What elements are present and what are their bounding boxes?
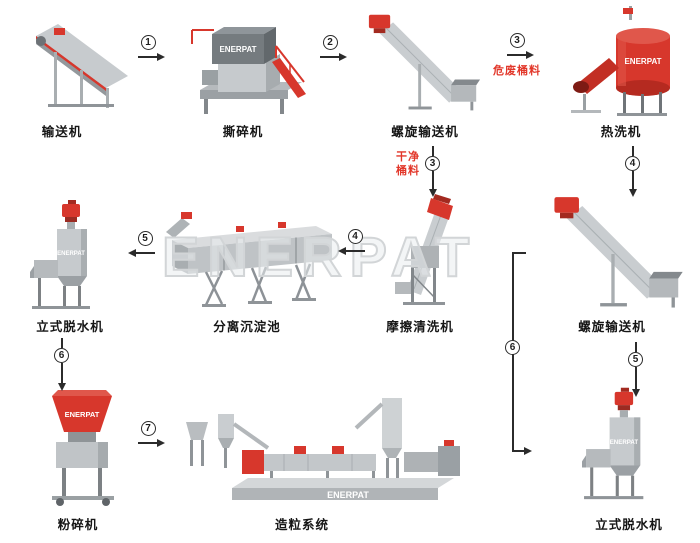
step-5-right-badge: 5 — [628, 352, 643, 367]
machine-crusher: ENERPAT — [52, 390, 114, 506]
step-3-top-badge: 3 — [509, 33, 525, 48]
step-5-right-arrow-down-icon — [631, 389, 640, 397]
step-5-left: 5 — [128, 231, 159, 257]
machine-screw-conveyor-2 — [554, 197, 683, 308]
step-7-badge: 7 — [140, 421, 156, 436]
step-4-mid: 4 — [338, 229, 369, 255]
label-friction-washer: 摩擦清洗机 — [386, 320, 454, 334]
step-4-right-line2 — [631, 171, 634, 189]
hot-washer-logo: ENERPAT — [624, 57, 661, 66]
step-6-right-arrow-right-icon — [524, 446, 532, 455]
step-1-badge: 1 — [140, 35, 156, 50]
step-5-right: 5 — [628, 342, 643, 397]
machine-pelletizing-system: ENERPAT — [186, 398, 460, 500]
label-sedimentation-tank: 分离沉淀池 — [213, 320, 281, 334]
step-4-mid-arrow-left-icon — [338, 246, 365, 255]
step-1: 1 — [134, 35, 165, 61]
step-4-mid-badge: 4 — [347, 229, 363, 244]
step-6-left-line2 — [60, 363, 63, 383]
label-screw-conveyor-1: 螺旋输送机 — [391, 125, 459, 139]
machine-screw-conveyor-1 — [368, 14, 481, 111]
annotation-dirty-material: 危废桶料 — [493, 65, 541, 77]
step-4-right-arrow-down-icon — [628, 189, 637, 197]
machine-vertical-dewater-2: ENERPAT — [582, 387, 644, 500]
label-conveyor: 输送机 — [41, 125, 83, 139]
step-7: 7 — [134, 421, 165, 447]
step-4-right-line — [631, 146, 634, 156]
step-3-top: 3 — [503, 33, 534, 59]
step-4-right-badge: 4 — [625, 156, 640, 171]
step-3-mid-line — [431, 146, 434, 156]
step-3-top-arrow-right-icon — [507, 50, 534, 59]
annotation-clean-material: 干净桶料 — [396, 151, 420, 177]
step-7-arrow-right-icon — [138, 438, 165, 447]
label-hot-washer: 热洗机 — [600, 125, 642, 139]
step-6-right-line-top — [512, 252, 526, 254]
step-6-left-badge: 6 — [54, 348, 69, 363]
vertical-dewater-2-logo: ENERPAT — [610, 439, 639, 446]
label-vertical-dewater-2: 立式脱水机 — [595, 518, 663, 532]
step-2-arrow-right-icon — [320, 52, 347, 61]
crusher-logo: ENERPAT — [65, 410, 100, 419]
machine-friction-washer — [395, 194, 453, 305]
label-vertical-dewater-1: 立式脱水机 — [36, 320, 104, 334]
step-6-left-line — [60, 338, 63, 348]
machine-vertical-dewater-1: ENERPAT — [30, 200, 90, 309]
label-screw-conveyor-2: 螺旋输送机 — [578, 320, 646, 334]
vertical-dewater-1-logo: ENERPAT — [57, 251, 85, 257]
machine-sedimentation-tank — [166, 212, 332, 307]
label-shredder: 撕碎机 — [222, 125, 264, 139]
step-6-left-arrow-down-icon — [57, 383, 66, 391]
step-3-mid-arrow-down-icon — [428, 189, 437, 197]
step-5-left-badge: 5 — [137, 231, 153, 246]
machine-hot-washer: ENERPAT — [571, 6, 670, 116]
step-6-left: 6 — [54, 338, 69, 391]
label-pelletizing-system: 造粒系统 — [274, 518, 329, 532]
step-3-mid: 3 — [425, 146, 440, 197]
label-crusher: 粉碎机 — [57, 518, 99, 532]
step-3-mid-line2 — [431, 171, 434, 189]
step-2: 2 — [316, 35, 347, 61]
pelletizing-system-logo: ENERPAT — [327, 490, 369, 500]
shredder-logo: ENERPAT — [219, 45, 256, 54]
machine-shredder: ENERPAT — [191, 27, 306, 114]
step-2-badge: 2 — [322, 35, 338, 50]
step-6-right-line-bottom — [512, 450, 524, 452]
machine-conveyor — [36, 24, 128, 108]
step-5-right-line — [634, 342, 637, 352]
step-5-right-line2 — [634, 367, 637, 389]
step-1-arrow-right-icon — [138, 52, 165, 61]
step-3-mid-badge: 3 — [425, 156, 440, 171]
step-5-left-arrow-left-icon — [128, 248, 155, 257]
step-4-right: 4 — [625, 146, 640, 197]
step-6-right-badge: 6 — [505, 340, 520, 355]
